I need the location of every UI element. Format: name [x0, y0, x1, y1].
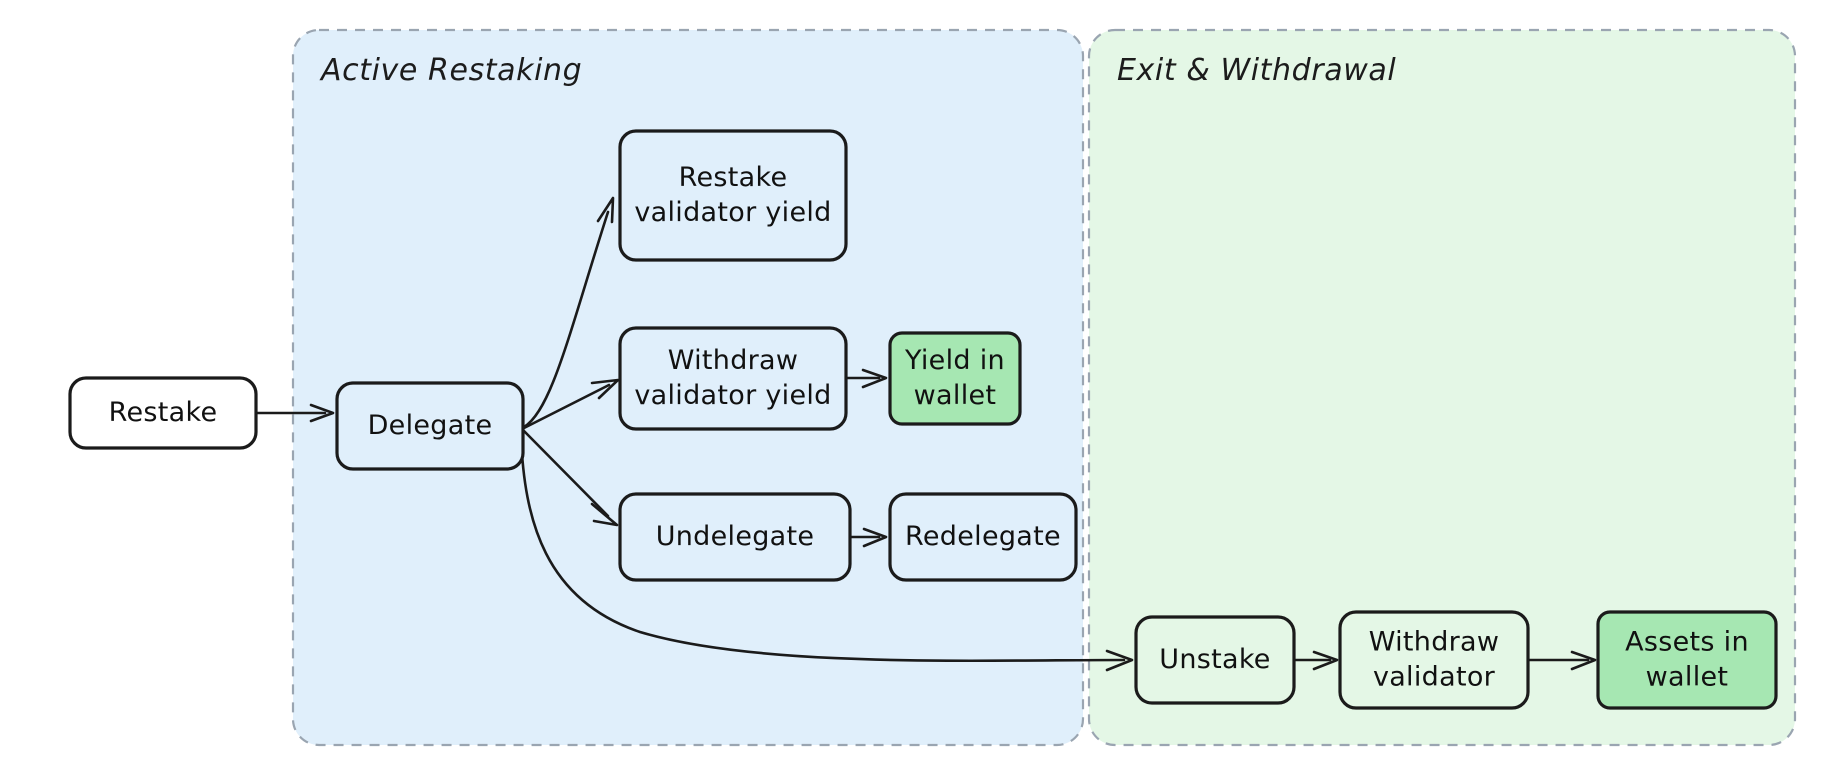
- node-unstake-label: Unstake: [1159, 644, 1270, 675]
- cluster-exit-withdrawal-label: Exit & Withdrawal: [1117, 53, 1396, 88]
- node-assets-in-wallet-label: Assets in wallet: [1625, 626, 1749, 692]
- node-undelegate[interactable]: Undelegate: [618, 492, 852, 582]
- edge-delegate-to-withdraw-validator-yield: [522, 378, 620, 430]
- node-label-line: Restake: [109, 397, 218, 428]
- node-assets-in-wallet[interactable]: Assets in wallet: [1596, 610, 1778, 710]
- edge-undelegate-to-redelegate: [849, 527, 888, 548]
- node-restake-validator-yield[interactable]: Restake validator yield: [618, 129, 848, 262]
- node-label-line: Withdraw: [1369, 626, 1500, 657]
- arrowhead-icon: [596, 196, 615, 224]
- node-withdraw-validator-rect[interactable]: [1338, 610, 1530, 710]
- node-restake-label: Restake: [109, 397, 218, 428]
- node-yield-in-wallet-label: Yield in wallet: [904, 345, 1005, 411]
- edge-unstake-to-withdraw-validator: [1293, 650, 1339, 671]
- edge-withdraw-validator-to-assets-in-wallet: [1527, 650, 1597, 671]
- node-withdraw-validator-yield-rect[interactable]: [618, 326, 848, 431]
- edge-withdraw-validator-yield-to-yield-in-wallet: [845, 368, 888, 389]
- edge-line: [522, 383, 611, 430]
- arrowhead-icon: [1570, 650, 1597, 671]
- cluster-exit-withdrawal: Exit & Withdrawal: [1087, 28, 1797, 747]
- node-redelegate-rect[interactable]: [888, 492, 1078, 582]
- node-label-line: wallet: [914, 380, 997, 411]
- node-delegate-rect[interactable]: [335, 381, 525, 471]
- node-label-line: validator: [1373, 661, 1496, 692]
- edge-line: [519, 433, 1126, 663]
- edge-delegate-to-restake-validator-yield: [522, 196, 615, 429]
- edge-delegate-to-undelegate: [522, 429, 619, 527]
- node-yield-in-wallet[interactable]: Yield in wallet: [888, 331, 1022, 426]
- arrowhead-icon: [590, 378, 620, 400]
- arrowhead-icon: [590, 502, 619, 527]
- arrowhead-icon: [1105, 649, 1134, 672]
- node-redelegate[interactable]: Redelegate: [888, 492, 1078, 582]
- node-redelegate-label: Redelegate: [905, 521, 1061, 552]
- cluster-exit-withdrawal-rect: [1087, 28, 1797, 747]
- node-restake-validator-yield-label: Restake validator yield: [634, 162, 831, 228]
- node-delegate-label: Delegate: [368, 410, 493, 441]
- node-label-line: Unstake: [1159, 644, 1270, 675]
- node-unstake[interactable]: Unstake: [1134, 615, 1296, 705]
- node-restake-validator-yield-rect[interactable]: [618, 129, 848, 262]
- node-label-line: Withdraw: [668, 345, 799, 376]
- edge-line: [522, 210, 610, 429]
- arrowhead-icon: [309, 403, 335, 423]
- node-label-line: Undelegate: [656, 521, 815, 552]
- edge-restake-to-delegate: [255, 403, 335, 423]
- node-label-line: Redelegate: [905, 521, 1061, 552]
- node-label-line: Restake: [679, 162, 788, 193]
- node-label-line: Yield in: [904, 345, 1005, 376]
- arrowhead-icon: [862, 527, 888, 548]
- node-withdraw-validator-label: Withdraw validator: [1369, 626, 1500, 692]
- arrowhead-icon: [1312, 650, 1339, 671]
- node-withdraw-validator-yield-label: Withdraw validator yield: [634, 345, 831, 411]
- node-yield-in-wallet-rect[interactable]: [888, 331, 1022, 426]
- node-restake[interactable]: Restake: [68, 376, 258, 450]
- node-label-line: validator yield: [634, 380, 831, 411]
- node-withdraw-validator[interactable]: Withdraw validator: [1338, 610, 1530, 710]
- node-label-line: wallet: [1646, 661, 1729, 692]
- node-delegate[interactable]: Delegate: [335, 381, 525, 471]
- node-restake-rect[interactable]: [68, 376, 258, 450]
- edge-line: [522, 429, 610, 518]
- node-label-line: validator yield: [634, 197, 831, 228]
- edges-layer: [255, 196, 1597, 672]
- node-unstake-rect[interactable]: [1134, 615, 1296, 705]
- cluster-active-restaking-label: Active Restaking: [319, 53, 582, 88]
- node-label-line: Delegate: [368, 410, 493, 441]
- node-assets-in-wallet-rect[interactable]: [1596, 610, 1778, 710]
- node-undelegate-rect[interactable]: [618, 492, 852, 582]
- node-label-line: Assets in: [1625, 626, 1749, 657]
- node-undelegate-label: Undelegate: [656, 521, 815, 552]
- arrowhead-icon: [861, 368, 888, 389]
- edge-delegate-to-unstake: [519, 433, 1134, 672]
- node-withdraw-validator-yield[interactable]: Withdraw validator yield: [618, 326, 848, 431]
